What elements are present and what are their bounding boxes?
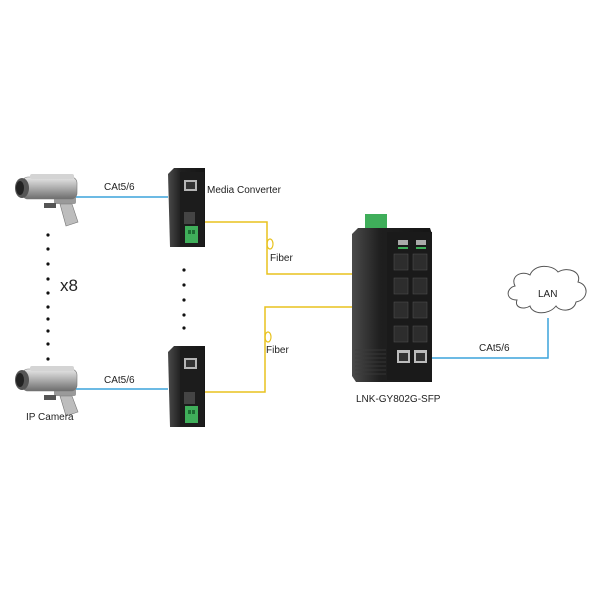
cable-label-top: CAt5/6 [104, 182, 135, 193]
ip-camera-icon-top [15, 174, 79, 227]
fiber-cable-top [205, 221, 354, 275]
cable-label-bottom: CAt5/6 [104, 375, 135, 386]
ip-camera-label: IP Camera [26, 412, 74, 423]
fiber-cable-bottom [205, 306, 354, 393]
media-converter-label: Media Converter [207, 185, 281, 196]
industrial-switch-icon [352, 214, 432, 382]
converter-ellipsis-dots [182, 268, 186, 330]
fiber-label-top: Fiber [270, 253, 293, 264]
multiplier-label: x8 [60, 276, 78, 295]
fiber-label-bottom: Fiber [266, 345, 289, 356]
copper-cable-lan [430, 318, 549, 359]
media-converter-icon-bottom [168, 346, 205, 427]
switch-model-label: LNK-GY802G-SFP [356, 394, 441, 405]
cable-label-lan: CAt5/6 [479, 343, 510, 354]
fiber-loop-top [266, 238, 274, 250]
fiber-loop-bottom [264, 331, 272, 343]
camera-ellipsis-dots [46, 233, 50, 361]
lan-cloud-icon [507, 265, 587, 314]
ip-camera-icon-bottom [15, 366, 79, 417]
media-converter-icon-top [168, 168, 205, 247]
lan-label: LAN [538, 289, 558, 300]
